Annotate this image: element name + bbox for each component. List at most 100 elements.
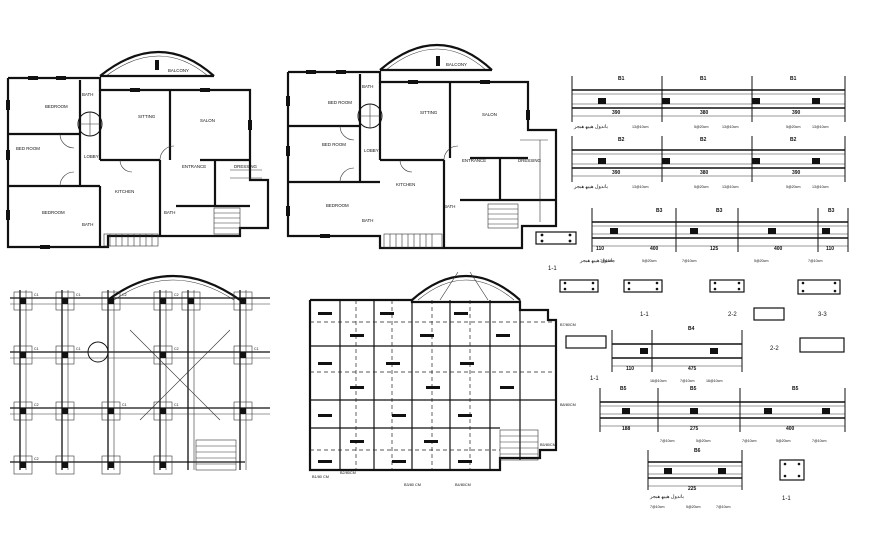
span-dim: 225 xyxy=(688,486,697,492)
beam-details: B1 B1 B1 390 380 390 13@10cm 5@20cm 13@1… xyxy=(535,76,849,509)
span-dim: 275 xyxy=(690,426,699,432)
span-dim: 400 xyxy=(786,426,795,432)
room-label: SITTING xyxy=(420,110,438,115)
span-dim: 110 xyxy=(596,246,604,252)
beam-mark: B1 xyxy=(618,76,625,82)
beam-mark: B2 xyxy=(790,137,797,143)
stirrup-label: 13@10cm xyxy=(632,125,648,129)
room-label: BATH xyxy=(362,218,373,223)
column-mark: C2 xyxy=(174,347,179,351)
room-label: SITTING xyxy=(138,114,156,119)
span-dim: 400 xyxy=(650,246,659,252)
column-mark: C1 xyxy=(174,403,179,407)
span-dim: 475 xyxy=(688,366,697,372)
column-mark: C2 xyxy=(122,293,127,297)
room-label: BED ROOM xyxy=(16,146,40,151)
stirrup-label: 5@20cm xyxy=(754,259,768,263)
beam-label: B1/80 CM xyxy=(312,475,329,479)
room-label: BATH xyxy=(362,84,373,89)
stirrup-label: 7@10cm xyxy=(600,259,614,263)
stirrup-label: 7@10cm xyxy=(680,379,694,383)
beam-mark: B3 xyxy=(716,208,723,214)
stirrup-label: 5@20cm xyxy=(696,439,710,443)
stirrup-label: 13@10cm xyxy=(812,125,828,129)
stirrup-label: 7@10cm xyxy=(682,259,696,263)
beam-detail-row-e: B5 B5 B5 188 275 400 7@10cm 5@20cm 7@10c… xyxy=(599,386,846,443)
beam-mark: B1 xyxy=(700,76,707,82)
room-label: DRESSING xyxy=(234,164,258,169)
section-label: 1-1 xyxy=(590,376,599,382)
script-caption: ﺑﺎﻧﺪﻭﻝ ﻫﻴﺒﻬ ﻫﺒﺠﺮ xyxy=(573,124,608,130)
stirrup-label: 16@10cm xyxy=(650,379,666,383)
beam-label: B5/80CM xyxy=(540,443,556,447)
section-label: 3-3 xyxy=(818,312,827,318)
beam-mark: B3 xyxy=(656,208,663,214)
span-dim: 400 xyxy=(774,246,783,252)
column-mark: C2 xyxy=(34,403,39,407)
beam-detail-row-f: B6 225 ﺑﺎﻧﺪﻭﻝ ﻫﻴﺒﻬ ﻫﺒﺠﺮ 7@10cm 5@20cm 7@… xyxy=(647,448,805,509)
section-label: 2-2 xyxy=(770,346,779,352)
span-dim: 188 xyxy=(622,426,631,432)
column-mark: C2 xyxy=(174,293,179,297)
floor-plan-2: BALCONY BATH BED ROOM SITTING SALON BED … xyxy=(286,43,558,250)
stirrup-label: 5@20cm xyxy=(694,125,708,129)
script-caption: ﺑﺎﻧﺪﻭﻝ ﻫﻴﺒﻬ ﻫﺒﺠﺮ xyxy=(579,258,614,264)
span-dim: 110 xyxy=(626,366,634,372)
room-label: SALON xyxy=(482,112,497,117)
beam-mark: B5 xyxy=(792,386,799,392)
section-label: 2-2 xyxy=(728,312,737,318)
beam-detail-row-c: B3 B3 B3 110 400 125 400 110 7@10cm 5@20… xyxy=(535,208,849,272)
beam-layout-plan: B1/80 CM B2/80CM B3/80 CM B4/80CM B5/80C… xyxy=(308,271,576,487)
column-layout-plan: C1 C1 C2 C2 C1 C1 C2 C1 C2 C1 C1 C2 xyxy=(10,275,270,475)
stirrup-label: 13@10cm xyxy=(632,185,648,189)
room-label: SALON xyxy=(200,118,215,123)
stirrup-label: 7@10cm xyxy=(808,259,822,263)
stirrup-label: 5@20cm xyxy=(686,505,700,509)
room-label: BATH xyxy=(444,204,455,209)
beam-mark: B6 xyxy=(694,448,701,454)
room-label: BEDROOM xyxy=(326,203,349,208)
beam-label: B3/80 CM xyxy=(404,483,421,487)
beam-detail-row-d: B4 110 475 16@10cm 7@10cm 16@10cm 2-2 1-… xyxy=(565,326,845,383)
section-label: 1-1 xyxy=(782,496,791,502)
span-dim: 380 xyxy=(700,170,709,176)
room-label: BED ROOM xyxy=(328,100,352,105)
room-label: LOBBY xyxy=(364,148,379,153)
script-caption: ﺑﺎﻧﺪﻭﻝ ﻫﻴﺒﻬ ﻫﺒﺠﺮ xyxy=(573,184,608,190)
section-label: 1-1 xyxy=(640,312,649,318)
beam-detail-row-a: B1 B1 B1 390 380 390 13@10cm 5@20cm 13@1… xyxy=(571,76,846,130)
column-mark: C1 xyxy=(254,347,259,351)
span-dim: 390 xyxy=(792,170,801,176)
room-label: KITCHEN xyxy=(115,189,134,194)
span-dim: 110 xyxy=(826,246,834,252)
stirrup-label: 13@10cm xyxy=(722,125,738,129)
stirrup-label: 13@10cm xyxy=(812,185,828,189)
span-dim: 390 xyxy=(792,110,801,116)
column-mark: C1 xyxy=(122,403,127,407)
beam-detail-row-b: B2 B2 B2 390 380 390 13@10cm 5@20cm 13@1… xyxy=(571,136,846,190)
stirrup-label: 5@20cm xyxy=(786,125,800,129)
stirrup-label: 5@20cm xyxy=(694,185,708,189)
stirrup-label: 13@10cm xyxy=(722,185,738,189)
span-dim: 125 xyxy=(710,246,719,252)
room-label: BATH xyxy=(164,210,175,215)
stirrup-label: 7@10cm xyxy=(650,505,664,509)
beam-mark: B2 xyxy=(700,137,707,143)
room-label: BALCONY xyxy=(168,68,189,73)
room-label: ENTRANCE xyxy=(182,164,206,169)
span-dim: 380 xyxy=(700,110,709,116)
stirrup-label: 5@20cm xyxy=(786,185,800,189)
stirrup-label: 5@20cm xyxy=(642,259,656,263)
section-label: 1-1 xyxy=(548,266,557,272)
beam-mark: B3 xyxy=(828,208,835,214)
column-mark: C1 xyxy=(34,347,39,351)
beam-mark: B4 xyxy=(688,326,695,332)
room-label: BATH xyxy=(82,222,93,227)
stirrup-label: 7@10cm xyxy=(660,439,674,443)
column-mark: C1 xyxy=(76,347,81,351)
column-mark: C1 xyxy=(34,293,39,297)
stirrup-label: 5@20cm xyxy=(776,439,790,443)
beam-mark: B2 xyxy=(618,137,625,143)
stirrup-label: 7@10cm xyxy=(812,439,826,443)
